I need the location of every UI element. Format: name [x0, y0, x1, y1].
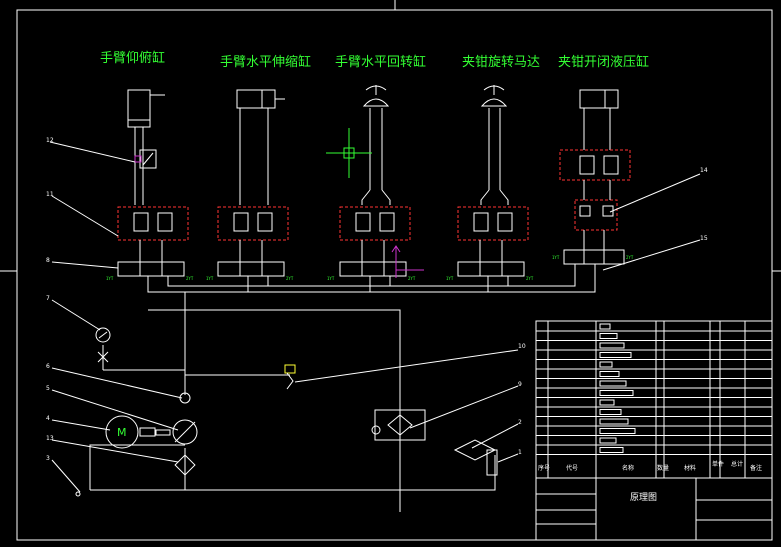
- position-marker: [391, 245, 424, 278]
- parts-row-entry: [599, 380, 627, 387]
- parts-row-entry: [599, 409, 622, 415]
- svg-text:11: 11: [46, 191, 54, 198]
- svg-text:数量: 数量: [657, 464, 669, 472]
- title-block-headers: 序号 代号 名称 数量 材料 单件 总计 备注: [538, 460, 762, 472]
- svg-text:M: M: [117, 426, 127, 439]
- filter: [174, 454, 196, 476]
- circuit-label-3: 手臂水平回转缸: [335, 54, 426, 70]
- svg-text:14: 14: [700, 167, 708, 174]
- parts-row-entry: [599, 437, 617, 444]
- svg-text:2YT: 2YT: [626, 255, 634, 260]
- lock-valve-internals: [133, 155, 619, 232]
- circuit-label-1: 手臂仰俯缸: [100, 50, 165, 66]
- rotary-actuator: [362, 98, 390, 107]
- parts-row-entry: [599, 399, 615, 406]
- svg-text:12: 12: [46, 137, 54, 144]
- telescopic-cylinder: [236, 89, 276, 109]
- svg-text:2: 2: [518, 419, 522, 426]
- leader-lines: [49, 141, 701, 493]
- parts-row-entry: [599, 333, 618, 339]
- svg-text:1YT: 1YT: [106, 276, 114, 281]
- parts-row-entry: [599, 371, 620, 377]
- pipe-lines: [89, 180, 611, 512]
- svg-text:1YT: 1YT: [446, 276, 454, 281]
- parts-row-entry: [599, 418, 629, 425]
- svg-text:15: 15: [700, 235, 708, 242]
- circuit-label-5: 夹钳开闭液压缸: [558, 54, 649, 70]
- parts-row-entry: [599, 390, 634, 396]
- cooler-9: [371, 409, 426, 441]
- rotation-arrows: [365, 85, 505, 91]
- directional-valves: [117, 249, 625, 277]
- svg-text:备注: 备注: [750, 464, 762, 472]
- oil-tank: [453, 439, 498, 476]
- svg-text:10: 10: [518, 343, 526, 350]
- pressure-gauge: [95, 327, 111, 343]
- power-unit: [75, 327, 198, 497]
- svg-text:3: 3: [46, 455, 50, 462]
- actuators: [127, 85, 619, 205]
- svg-text:1: 1: [518, 449, 522, 456]
- svg-text:材料: 材料: [684, 464, 696, 472]
- hydraulic-pump: [172, 419, 198, 445]
- clamp-cylinder: [579, 89, 619, 109]
- svg-text:总计: 总计: [731, 460, 743, 468]
- crosshair-cursor: [326, 128, 372, 178]
- svg-text:5: 5: [46, 385, 50, 392]
- svg-text:13: 13: [46, 435, 54, 442]
- parts-row-entry: [599, 361, 613, 368]
- svg-text:2YT: 2YT: [526, 276, 534, 281]
- title-block: [535, 320, 773, 541]
- svg-text:1YT: 1YT: [327, 276, 335, 281]
- svg-text:序号: 序号: [538, 464, 550, 472]
- svg-text:名称: 名称: [622, 464, 634, 472]
- svg-text:单件: 单件: [712, 460, 724, 468]
- svg-text:代号: 代号: [566, 464, 578, 472]
- svg-text:2YT: 2YT: [186, 276, 194, 281]
- svg-text:2YT: 2YT: [286, 276, 294, 281]
- pitch-cylinder: [127, 89, 151, 128]
- lock-valves: [117, 149, 631, 241]
- parts-row-entry: [599, 352, 632, 358]
- throttle-valve-10: [284, 364, 296, 390]
- svg-text:9: 9: [518, 381, 522, 388]
- parts-row-entry: [599, 447, 624, 453]
- electric-motor: M: [105, 415, 171, 449]
- solenoid-tags: 1YT 2YT 1YT 2YT 1YT 2YT 1YT 2YT 1YT 2YT: [106, 255, 634, 281]
- parts-row-entry: [599, 342, 625, 349]
- relief-valve-12: [139, 149, 157, 169]
- svg-text:7: 7: [46, 295, 50, 302]
- svg-text:4: 4: [46, 415, 50, 422]
- svg-text:6: 6: [46, 363, 50, 370]
- drawing-name: 原理图: [630, 492, 657, 503]
- svg-text:1YT: 1YT: [552, 255, 560, 260]
- circuit-label-4: 夹钳旋转马达: [462, 55, 540, 70]
- parts-list-rows: [536, 323, 772, 455]
- svg-text:8: 8: [46, 257, 50, 264]
- circuit-label-2: 手臂水平伸缩缸: [220, 54, 311, 70]
- parts-row-entry: [599, 323, 611, 330]
- parts-row-entry: [599, 428, 636, 434]
- drain-symbol: [75, 491, 81, 497]
- solenoid-marker: [134, 155, 142, 163]
- part-number-labels: 12 11 8 7 6 5 4 13 3 14 15 10 9 2 1: [46, 137, 708, 462]
- svg-text:2YT: 2YT: [408, 276, 416, 281]
- svg-text:1YT: 1YT: [206, 276, 214, 281]
- clamp-rotation-motor: [480, 98, 508, 107]
